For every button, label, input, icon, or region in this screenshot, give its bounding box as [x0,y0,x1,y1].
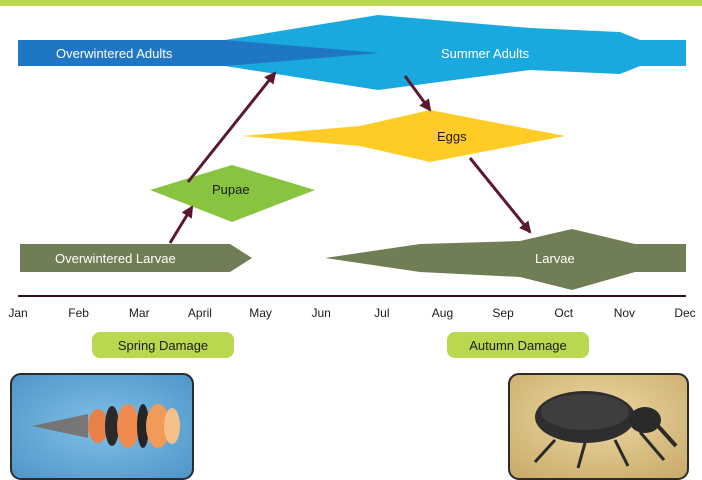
label-pupae: Pupae [212,182,250,197]
label-overwintered-larvae: Overwintered Larvae [55,251,176,266]
top-rule [0,0,702,6]
month-label-sep: Sep [492,306,514,320]
month-label-dec: Dec [674,306,695,320]
spring-damage-badge: Spring Damage [92,332,234,358]
larvae-shape [325,229,686,290]
larva-photo [11,374,193,479]
label-overwintered-adults: Overwintered Adults [56,46,173,61]
month-label-jul: Jul [374,306,389,320]
eggs-shape [242,110,565,162]
month-label-april: April [188,306,212,320]
month-label-nov: Nov [614,306,635,320]
month-label-feb: Feb [68,306,89,320]
month-labels: Jan Feb Mar April May Jun Jul Aug Sep Oct Nov Dec [8,306,695,320]
month-label-jun: Jun [312,306,331,320]
arrow-larvae-to-pupae [170,207,192,243]
label-summer-adults: Summer Adults [441,46,530,61]
label-eggs: Eggs [437,129,467,144]
autumn-damage-badge: Autumn Damage [447,332,589,358]
month-label-jan: Jan [8,306,27,320]
arrow-eggs-to-larvae [470,158,530,232]
month-label-mar: Mar [129,306,150,320]
weevil-adult-photo [509,374,688,479]
month-label-aug: Aug [432,306,453,320]
label-larvae: Larvae [535,251,575,266]
month-label-may: May [249,306,272,320]
month-label-oct: Oct [554,306,573,320]
